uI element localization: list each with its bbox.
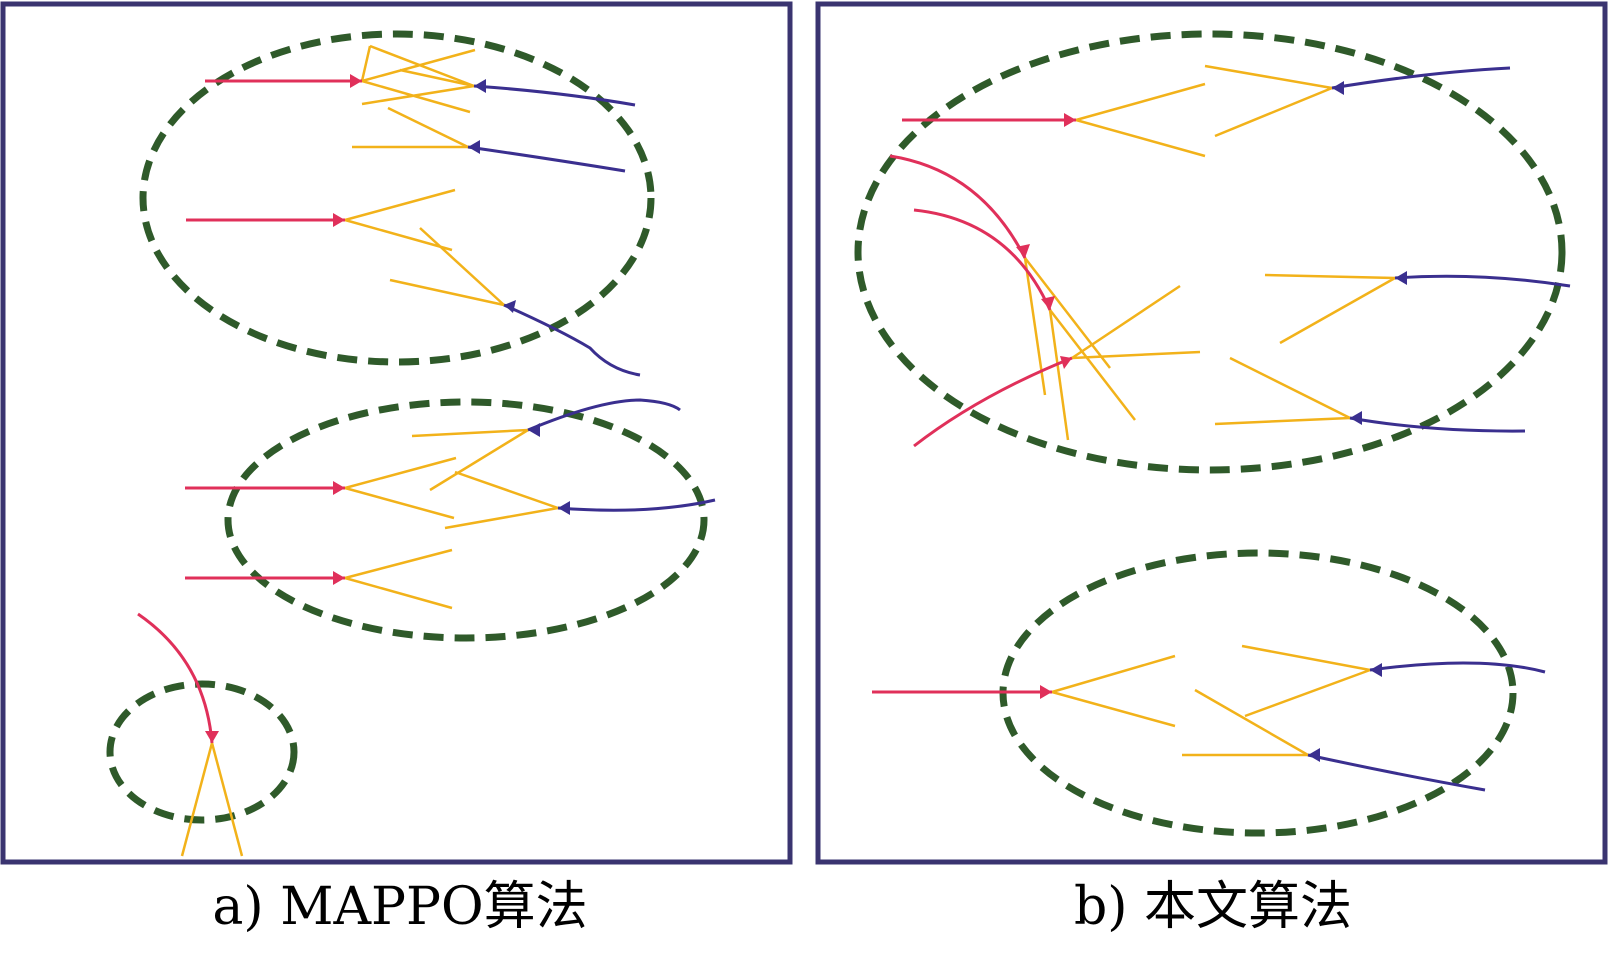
panel-a-caption: a) MAPPO算法 — [212, 877, 588, 937]
red-agent-markers — [1016, 113, 1076, 699]
blue-agent-markers — [468, 79, 570, 515]
blue-trajectories — [467, 84, 716, 512]
group-ellipse — [854, 30, 1566, 474]
panel-a — [0, 1, 793, 865]
group-ellipse — [224, 398, 708, 642]
sensing-beams — [180, 44, 559, 857]
sensing-beams — [1023, 64, 1396, 757]
blue-agent-markers — [1308, 81, 1407, 762]
red-trajectories — [872, 118, 1076, 694]
panel-a-frame — [0, 1, 793, 865]
group-ellipse — [139, 30, 655, 366]
group-ellipse — [106, 680, 298, 824]
panel-b-caption: b) 本文算法 — [1073, 877, 1353, 937]
panel-b — [815, 1, 1608, 865]
blue-trajectories — [1307, 66, 1571, 792]
panel-b-frame — [815, 1, 1608, 865]
red-trajectories — [137, 79, 362, 744]
red-agent-markers — [205, 74, 362, 743]
